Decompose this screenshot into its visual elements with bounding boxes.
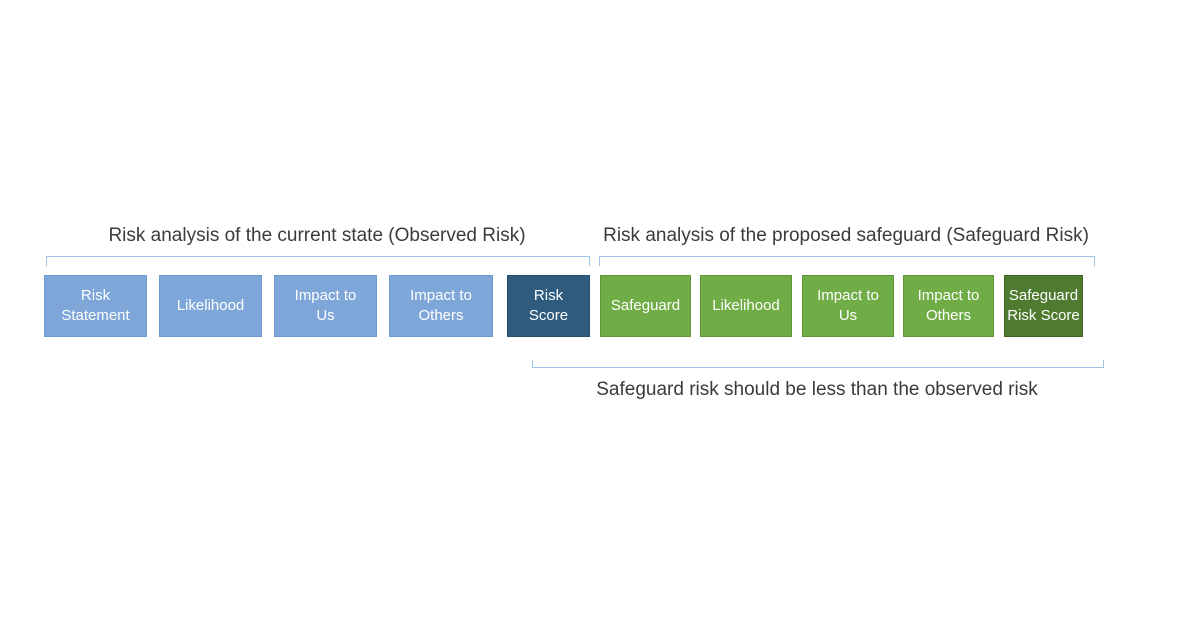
box-label-line: Safeguard bbox=[1008, 287, 1079, 304]
box-risk-score: Risk Score bbox=[507, 275, 590, 337]
box-label-line: Others bbox=[418, 307, 464, 324]
box-label-line: Statement bbox=[61, 307, 130, 324]
box-impact-to-others-observed: Impact to Others bbox=[389, 275, 493, 337]
box-safeguard: Safeguard bbox=[600, 275, 691, 337]
box-label-line: Impact to bbox=[410, 287, 472, 304]
box-impact-to-others-safeguard: Impact to Others bbox=[903, 275, 994, 337]
box-label-line: Risk bbox=[533, 287, 564, 304]
box-label-line: Us bbox=[838, 307, 858, 324]
box-label-line: Score bbox=[528, 307, 569, 324]
box-label-line: Impact to bbox=[917, 287, 980, 304]
box-label-line: Risk bbox=[80, 287, 111, 304]
observed-risk-bracket bbox=[46, 256, 590, 266]
comparison-bracket bbox=[532, 360, 1104, 368]
box-label-line: Likelihood bbox=[712, 297, 780, 314]
box-label-line: Impact to bbox=[294, 287, 357, 304]
box-label-line: Us bbox=[316, 307, 335, 324]
box-likelihood-observed: Likelihood bbox=[159, 275, 262, 337]
box-safeguard-risk-score: Safeguard Risk Score bbox=[1004, 275, 1083, 337]
box-likelihood-safeguard: Likelihood bbox=[700, 275, 792, 337]
box-impact-to-us-safeguard: Impact to Us bbox=[802, 275, 894, 337]
box-label-line: Others bbox=[925, 307, 971, 324]
safeguard-risk-bracket bbox=[599, 256, 1095, 266]
box-label-line: Safeguard bbox=[610, 297, 681, 314]
safeguard-risk-title: Risk analysis of the proposed safeguard … bbox=[603, 225, 1089, 246]
comparison-note: Safeguard risk should be less than the o… bbox=[596, 379, 1038, 400]
box-label-line: Impact to bbox=[817, 287, 879, 304]
observed-risk-title: Risk analysis of the current state (Obse… bbox=[108, 225, 526, 246]
box-impact-to-us-observed: Impact to Us bbox=[274, 275, 377, 337]
box-label-line: Likelihood bbox=[176, 297, 245, 314]
box-risk-statement: Risk Statement bbox=[44, 275, 147, 337]
box-label-line: Risk Score bbox=[1007, 307, 1080, 324]
